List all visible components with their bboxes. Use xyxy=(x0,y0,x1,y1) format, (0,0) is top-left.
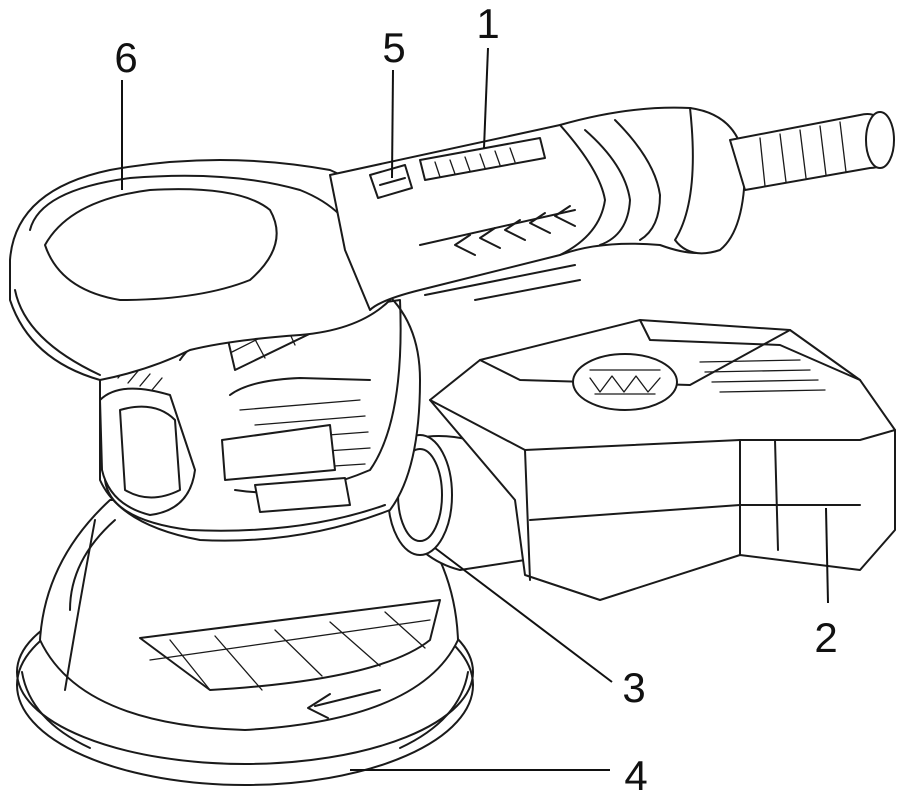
leader-1 xyxy=(483,47,489,149)
callout-1: 1 xyxy=(476,0,499,47)
callout-4: 4 xyxy=(624,752,647,799)
callout-leaders xyxy=(121,47,829,771)
rotation-arrow-icon xyxy=(307,689,381,719)
leader-5 xyxy=(391,69,394,179)
speed-dial xyxy=(369,164,413,199)
switch xyxy=(419,137,546,181)
lower-housing xyxy=(39,499,459,731)
callout-2: 2 xyxy=(814,614,837,661)
leader-3 xyxy=(434,547,613,683)
callout-5: 5 xyxy=(382,24,405,71)
direction-chevrons-icon xyxy=(454,205,576,256)
power-cord xyxy=(729,111,895,191)
palm-grip xyxy=(9,159,396,381)
leader-2 xyxy=(825,507,829,604)
callout-6: 6 xyxy=(114,34,137,81)
callout-3: 3 xyxy=(622,664,645,711)
dust-box xyxy=(429,319,896,601)
